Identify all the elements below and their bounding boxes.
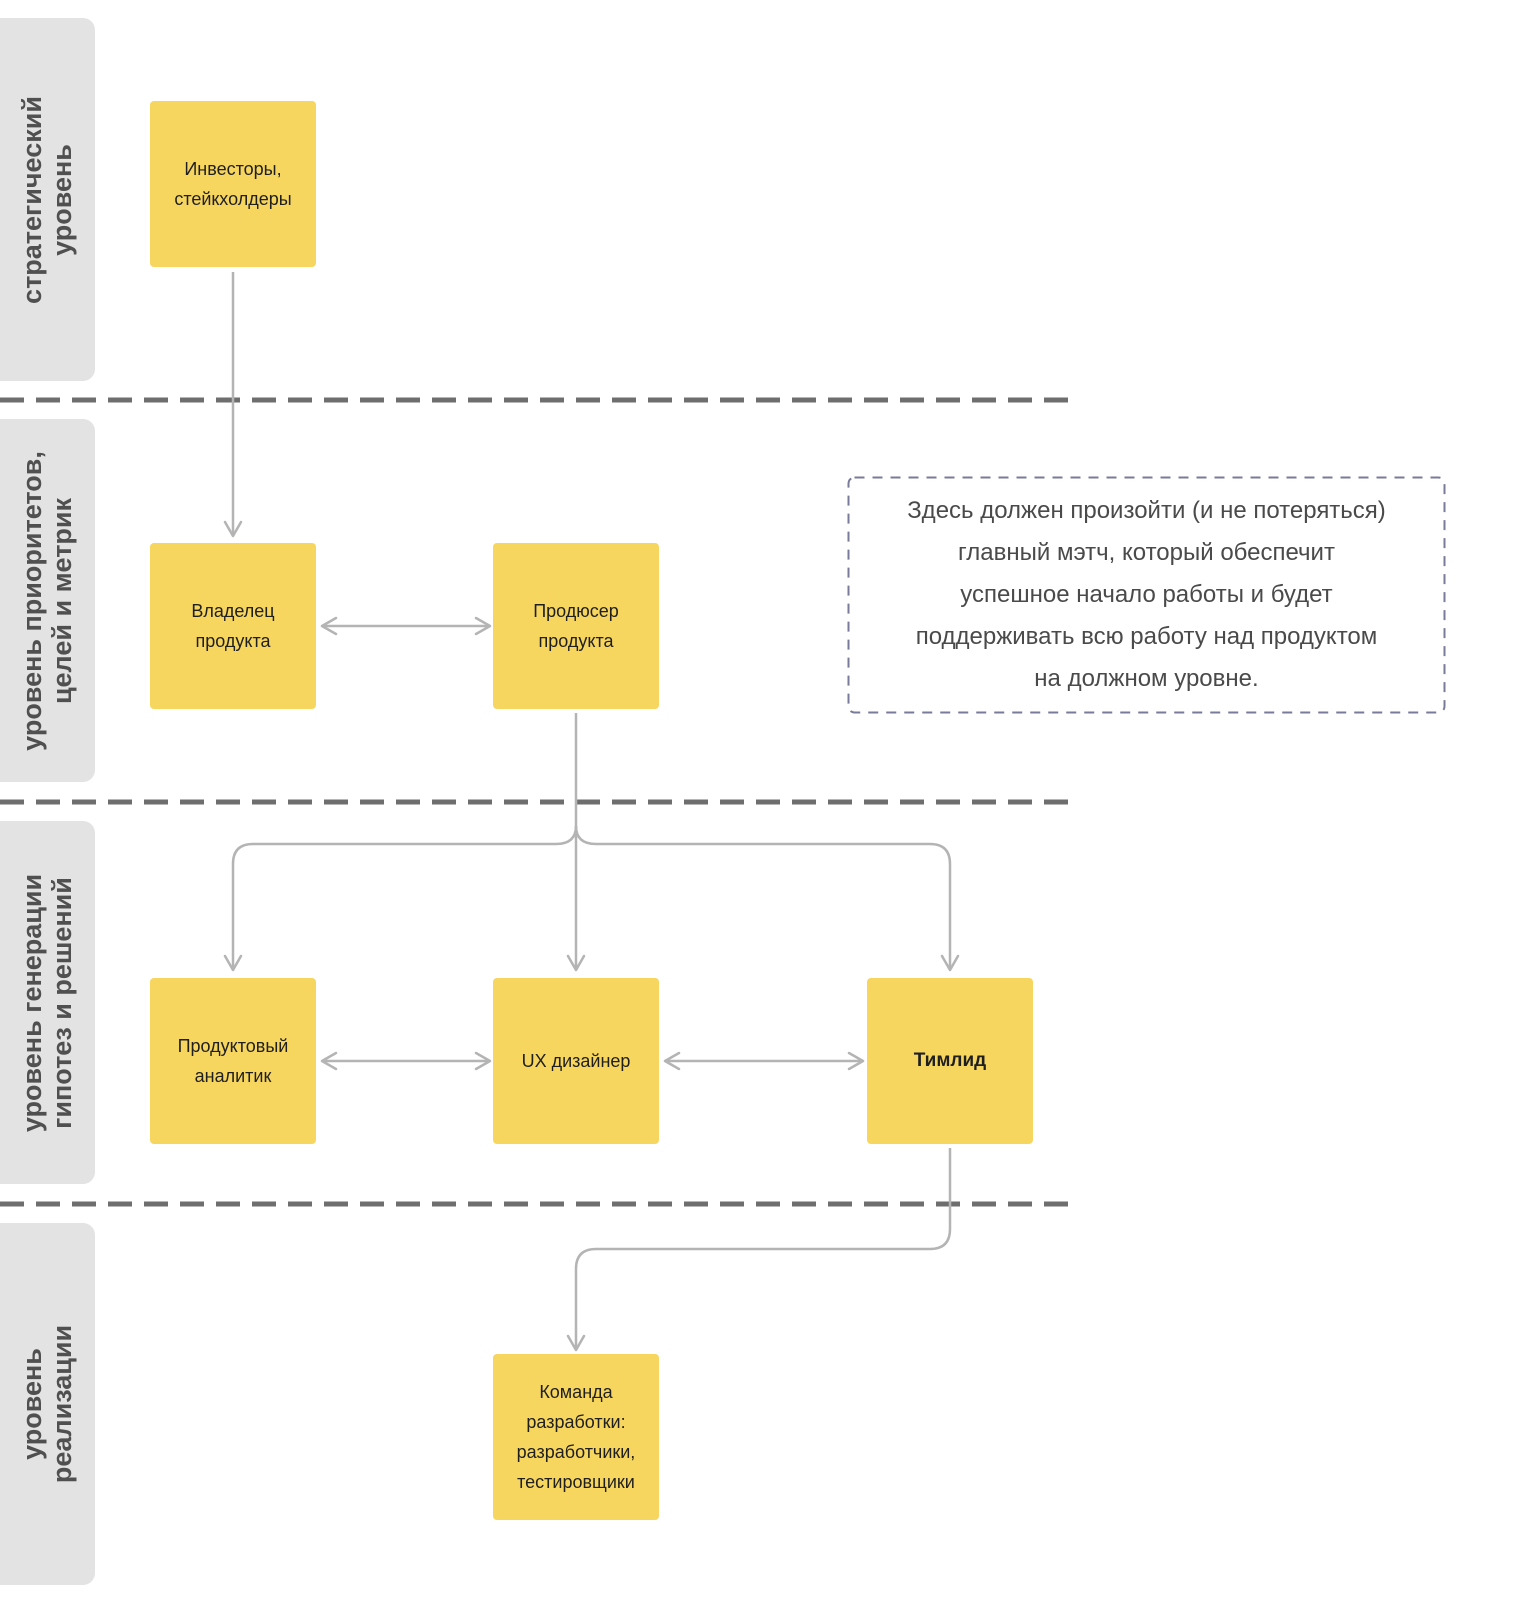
- lane-implementation: уровень реализации: [0, 1223, 95, 1585]
- lane-priorities: уровень приоритетов, целей и метрик: [0, 419, 95, 782]
- note-text: Здесь должен произойти (и не потеряться)…: [907, 497, 1386, 692]
- lane-strategic: стратегический уровень: [0, 18, 95, 381]
- note-dashed-border: [847, 476, 1446, 714]
- arrow-teamlead-to-devteam: [566, 1148, 952, 1352]
- node-product-producer: Продюсер продукта: [493, 543, 659, 709]
- note-callout: Здесь должен произойти (и не потеряться)…: [847, 476, 1446, 714]
- arrow-producer-to-teamlead: [574, 825, 960, 972]
- node-dev-team: Команда разработки: разработчики, тестир…: [493, 1354, 659, 1520]
- node-product-analyst: Продуктовый аналитик: [150, 978, 316, 1144]
- lane-hypotheses: уровень генерации гипотез и решений: [0, 821, 95, 1184]
- node-teamlead: Тимлид: [867, 978, 1033, 1144]
- arrow-producer-to-analyst: [223, 825, 578, 972]
- node-investors: Инвесторы, стейкхолдеры: [150, 101, 316, 267]
- node-ux-designer: UX дизайнер: [493, 978, 659, 1144]
- node-product-owner: Владелец продукта: [150, 543, 316, 709]
